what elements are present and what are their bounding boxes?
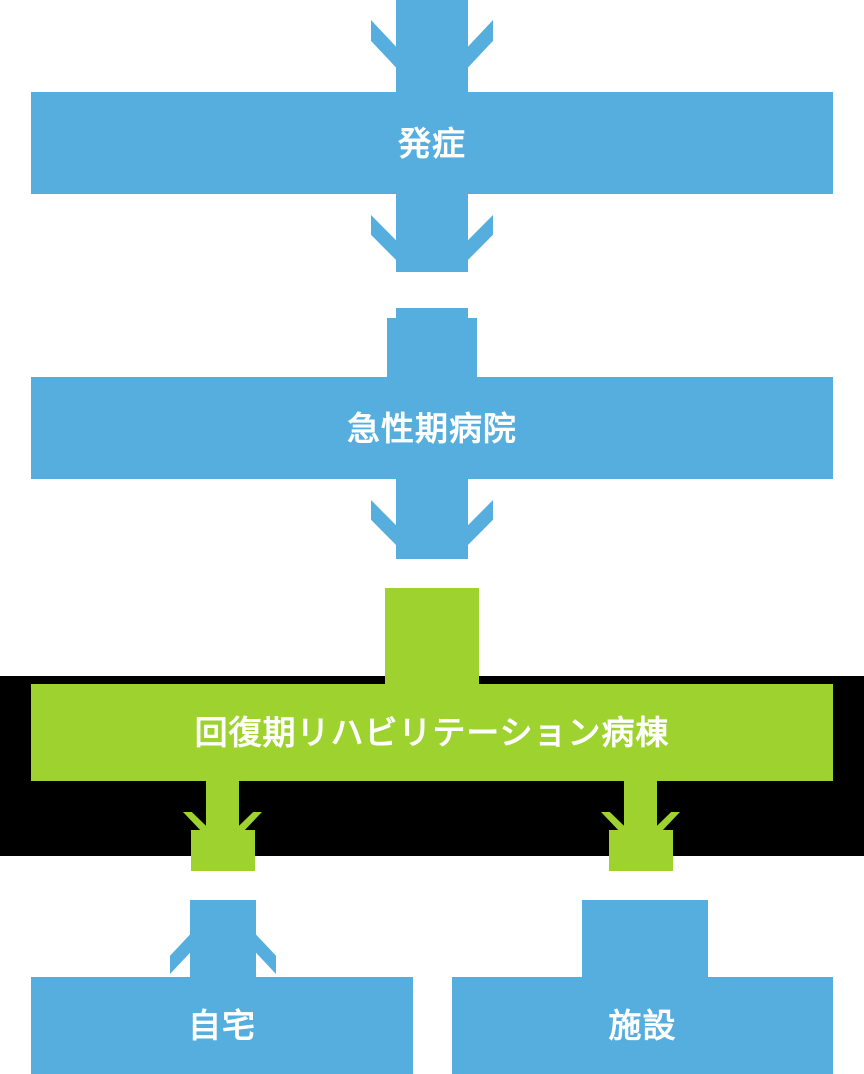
connector-acute-to-rehab-stub <box>396 479 468 559</box>
connector-facility-inflow-stem <box>582 900 708 980</box>
node-rehab-ward-label: 回復期リハビリテーション病棟 <box>194 714 670 751</box>
connector-home-inflow-stem <box>190 900 256 980</box>
node-facility-label: 施設 <box>608 1007 677 1044</box>
node-acute-hospital-label: 急性期病院 <box>347 409 517 447</box>
connector-rehab-to-facility-tail <box>609 830 673 871</box>
node-rehab-ward[interactable]: 回復期リハビリテーション病棟 <box>31 684 833 781</box>
connector-onset-to-acute-stub <box>396 194 468 272</box>
node-home-label: 自宅 <box>188 1007 256 1044</box>
node-onset-label: 発症 <box>398 124 466 162</box>
connector-onset-to-acute-arrowhead <box>387 318 477 380</box>
node-onset[interactable]: 発症 <box>31 92 833 194</box>
node-acute-hospital[interactable]: 急性期病院 <box>31 377 833 479</box>
connector-acute-to-rehab-stem <box>385 588 479 688</box>
node-facility[interactable]: 施設 <box>452 977 833 1074</box>
connector-rehab-to-home-tail <box>191 830 255 871</box>
node-home[interactable]: 自宅 <box>31 977 413 1074</box>
connector-into-onset-stem <box>396 0 468 92</box>
